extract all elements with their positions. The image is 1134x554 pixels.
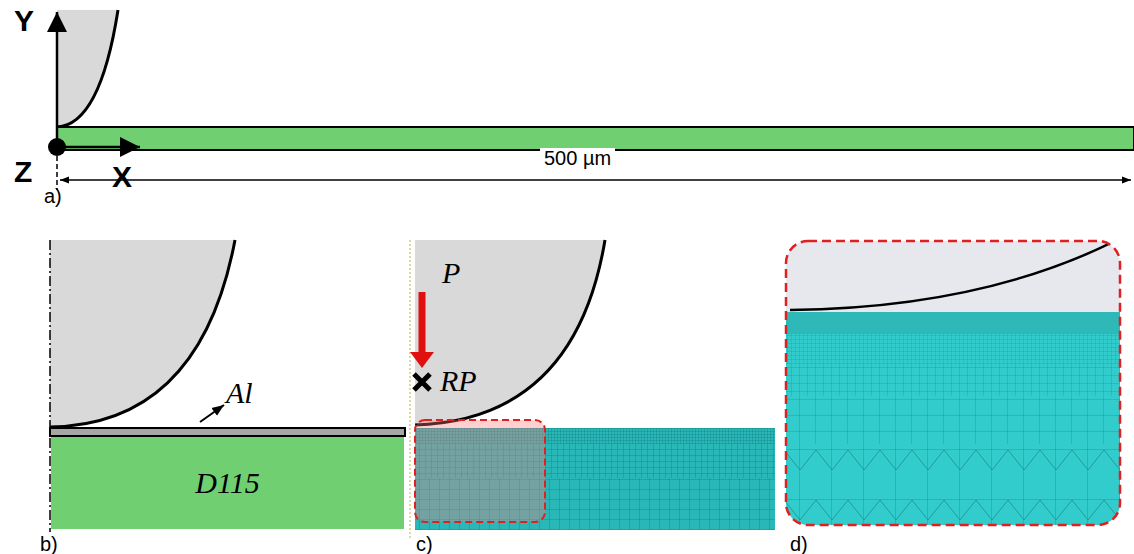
mesh-fine [786,334,1120,364]
indenter [50,240,235,427]
panel-label: d) [790,534,808,554]
zoom-box [415,420,545,522]
panel-label: c) [416,534,433,554]
mesh-fill [786,312,1120,525]
indenter-outline [415,240,605,425]
reference-point-label: RP [440,366,477,396]
panel-label: a) [44,186,62,206]
indenter-outline [50,240,235,427]
load-label: P [442,258,460,288]
panel-a [48,10,1134,190]
z-axis [48,138,66,156]
dimension-label: 500 µm [540,148,615,168]
film-strip [57,127,1134,150]
reference-point [414,374,430,390]
panel-c [410,240,775,540]
dimension-line [60,179,1131,181]
symmetry-axis [409,240,410,540]
x-axis [57,146,140,149]
mesh-medium [786,364,1120,396]
axis-label: Y [14,6,34,36]
panel-b [50,240,405,532]
zoom-box [786,241,1120,525]
dim-extension [56,156,58,190]
load-arrow [419,292,426,356]
indenter [57,10,118,127]
mesh-transition [786,444,1120,525]
indenter [786,241,1120,525]
material-band: D115 [51,437,404,529]
al-layer [50,428,405,436]
leader-arrow [200,405,224,422]
part-label: Al [226,378,253,408]
panel-d [786,241,1120,525]
indenter [415,240,605,425]
panel-label: b) [40,534,58,554]
indenter-outline [57,10,118,127]
y-axis [56,12,59,147]
material-label: D115 [195,466,259,500]
axis-label: X [112,162,132,192]
load-arrowhead [410,352,434,368]
mesh-coarse [786,396,1120,444]
mesh-top-band [786,312,1120,334]
axis-label: Z [14,157,32,187]
indenter-outline [790,241,1115,310]
